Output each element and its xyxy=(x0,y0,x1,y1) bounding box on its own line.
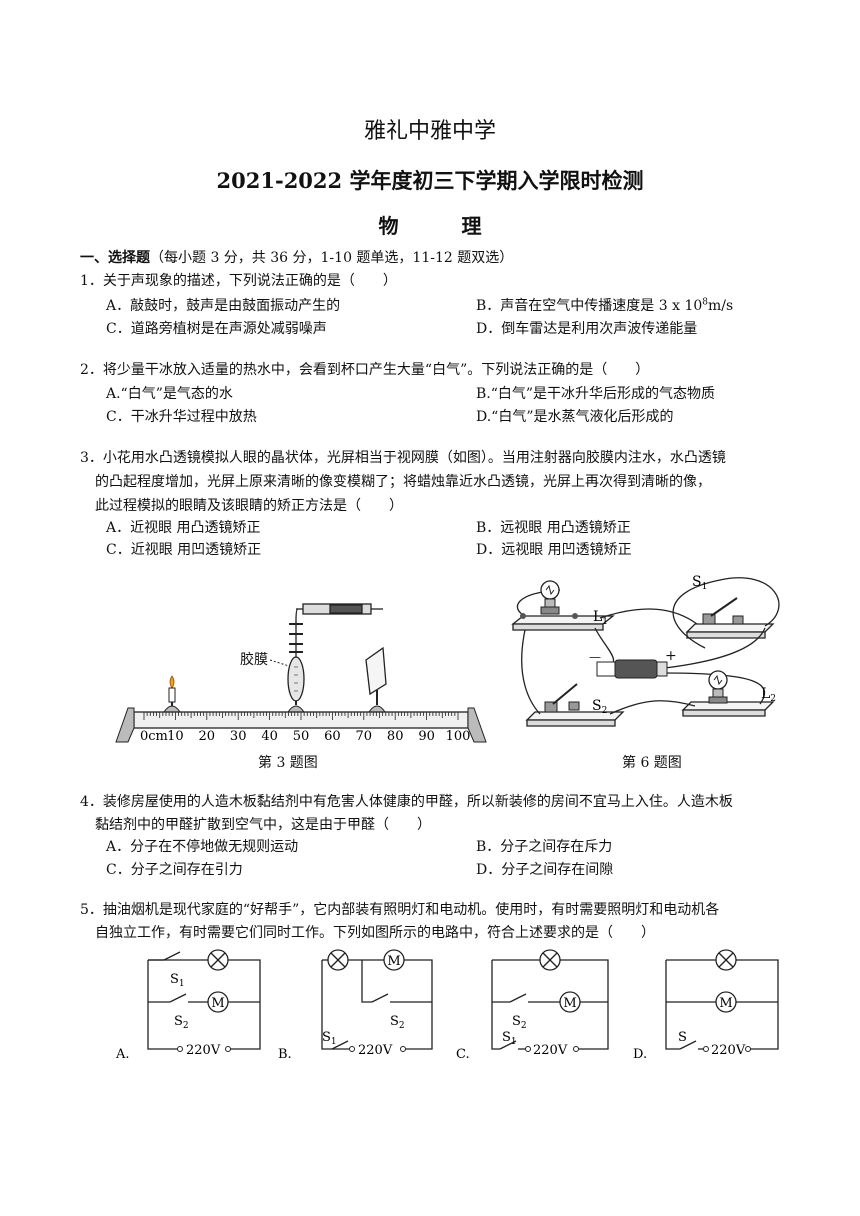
question-3-line1: 3．小花用水凸透镜模拟人眼的晶状体，光屏相当于视网膜（如图）。当用注射器向胶膜内… xyxy=(80,450,726,466)
svg-text:S1: S1 xyxy=(322,1030,337,1047)
exam-title: 2021-2022 学年度初三下学期入学限时检测 xyxy=(216,168,644,193)
membrane-label: 胶膜 xyxy=(240,651,268,668)
svg-text:220V: 220V xyxy=(711,1043,746,1058)
ruler-tick-label: 40 xyxy=(261,729,278,744)
water-lens xyxy=(287,656,305,705)
q4-option-b: B．分子之间存在斥力 xyxy=(476,839,613,855)
q3-option-b: B．远视眼 用凸透镜矫正 xyxy=(476,520,631,536)
svg-text:S2: S2 xyxy=(174,1014,189,1031)
q2-option-b: B.“白气”是干冰升华后形成的气态物质 xyxy=(476,386,716,402)
question-3-line2: 的凸起程度增加，光屏上原来清晰的像变模糊了；将蜡烛靠近水凸透镜，光屏上再次得到清… xyxy=(95,474,711,490)
q3-option-a: A．近视眼 用凸透镜矫正 xyxy=(106,520,261,536)
ruler-tick-label: 90 xyxy=(418,729,435,744)
question-1-stem: 1．关于声现象的描述，下列说法正确的是（ ） xyxy=(80,273,397,289)
figure-6-circuit: — + L1 L2 S1 S2 xyxy=(511,574,780,727)
switch-s1-icon xyxy=(702,597,744,625)
q4-option-a: A．分子在不停地做无规则运动 xyxy=(106,839,299,855)
question-2-stem: 2．将少量干冰放入适量的热水中，会看到杯口产生大量“白气”。下列说法正确的是（ … xyxy=(80,362,650,378)
label-s1: S1 xyxy=(692,574,707,592)
figure-6-caption: 第 6 题图 xyxy=(622,755,682,771)
question-3-line3: 此过程模拟的眼睛及该眼睛的矫正方法是（ ） xyxy=(95,498,403,514)
q5-circuit-options: M M M M 220V 220V 220V 220V S1 S2 S1 S2 … xyxy=(115,949,779,1062)
svg-text:M: M xyxy=(211,996,224,1011)
q1-option-d: D．倒车雷达是利用次声波传递能量 xyxy=(476,321,698,337)
question-4-line1: 4．装修房屋使用的人造木板黏结剂中有危害人体健康的甲醛，所以新装修的房间不宜马上… xyxy=(80,794,733,810)
q2-option-a: A.“白气”是气态的水 xyxy=(106,386,233,402)
svg-text:—: — xyxy=(589,650,601,664)
ruler-tick-label: 20 xyxy=(199,729,216,744)
lamp-l2-icon xyxy=(708,670,728,704)
q1-option-a: A．敲鼓时，鼓声是由鼓面振动产生的 xyxy=(106,298,341,314)
q2-option-c: C．干冰升华过程中放热 xyxy=(106,409,257,425)
question-4-line2: 黏结剂中的甲醛扩散到空气中，这是由于甲醛（ ） xyxy=(95,817,431,833)
svg-text:S2: S2 xyxy=(390,1014,405,1031)
label-s2: S2 xyxy=(592,698,607,716)
syringe-icon xyxy=(295,603,383,692)
svg-text:+: + xyxy=(665,648,677,664)
ruler-tick-label: 100 xyxy=(446,729,471,744)
q4-option-d: D．分子之间存在间隙 xyxy=(476,862,614,878)
svg-text:S1: S1 xyxy=(170,972,185,989)
q1-option-c: C．道路旁植树是在声源处减弱噪声 xyxy=(106,321,327,337)
svg-text:220V: 220V xyxy=(533,1043,568,1058)
question-5-line2: 自独立工作，有时需要它们同时工作。下列如图所示的电路中，符合上述要求的是（ ） xyxy=(95,925,655,941)
school-name: 雅礼中雅中学 xyxy=(363,119,496,144)
candle-icon xyxy=(168,675,176,706)
battery-icon: — + xyxy=(589,648,677,679)
svg-text:220V: 220V xyxy=(186,1043,221,1058)
svg-text:S: S xyxy=(678,1030,687,1045)
svg-text:M: M xyxy=(387,954,400,969)
section-heading: 一、选择题（每小题 3 分，共 36 分，1-10 题单选，11-12 题双选） xyxy=(80,247,513,267)
q1-option-b: B．声音在空气中传播速度是 3 x 108m/s xyxy=(476,297,734,314)
svg-text:B.: B. xyxy=(278,1047,292,1062)
subject-title: 物 理 xyxy=(378,214,510,238)
q4-option-c: C．分子之间存在引力 xyxy=(106,862,243,878)
section-title: 一、选择题 xyxy=(80,250,150,266)
ruler-tick-label: 60 xyxy=(324,729,341,744)
ruler-tick-label: 50 xyxy=(293,729,310,744)
ruler-tick-label: 10 xyxy=(167,729,184,744)
section-note: （每小题 3 分，共 36 分，1-10 题单选，11-12 题双选） xyxy=(150,250,514,266)
label-l2: L2 xyxy=(761,686,776,704)
svg-text:M: M xyxy=(719,996,732,1011)
svg-text:C.: C. xyxy=(456,1047,470,1062)
svg-text:S1: S1 xyxy=(502,1030,517,1047)
ruler-tick-label: 70 xyxy=(356,729,373,744)
ruler-tick-label: 30 xyxy=(230,729,247,744)
svg-text:220V: 220V xyxy=(358,1043,393,1058)
ruler-tick-label: 0cm xyxy=(140,729,168,744)
figure-3-caption: 第 3 题图 xyxy=(258,755,318,771)
svg-text:D.: D. xyxy=(633,1047,647,1062)
light-screen xyxy=(365,646,387,705)
lamp-l1-icon xyxy=(540,580,560,615)
svg-text:A.: A. xyxy=(115,1047,130,1062)
svg-text:M: M xyxy=(563,996,576,1011)
q2-option-d: D.“白气”是水蒸气液化后形成的 xyxy=(476,409,674,425)
q3-option-c: C．近视眼 用凹透镜矫正 xyxy=(106,542,262,558)
q3-option-d: D．远视眼 用凹透镜矫正 xyxy=(476,542,632,558)
switch-s2-icon xyxy=(544,683,580,713)
label-l1: L1 xyxy=(593,609,608,627)
ruler-tick-label: 80 xyxy=(387,729,404,744)
svg-text:S2: S2 xyxy=(512,1014,527,1031)
question-5-line1: 5．抽油烟机是现代家庭的“好帮手”，它内部装有照明灯和电动机。使用时，有时需要照… xyxy=(80,902,720,918)
